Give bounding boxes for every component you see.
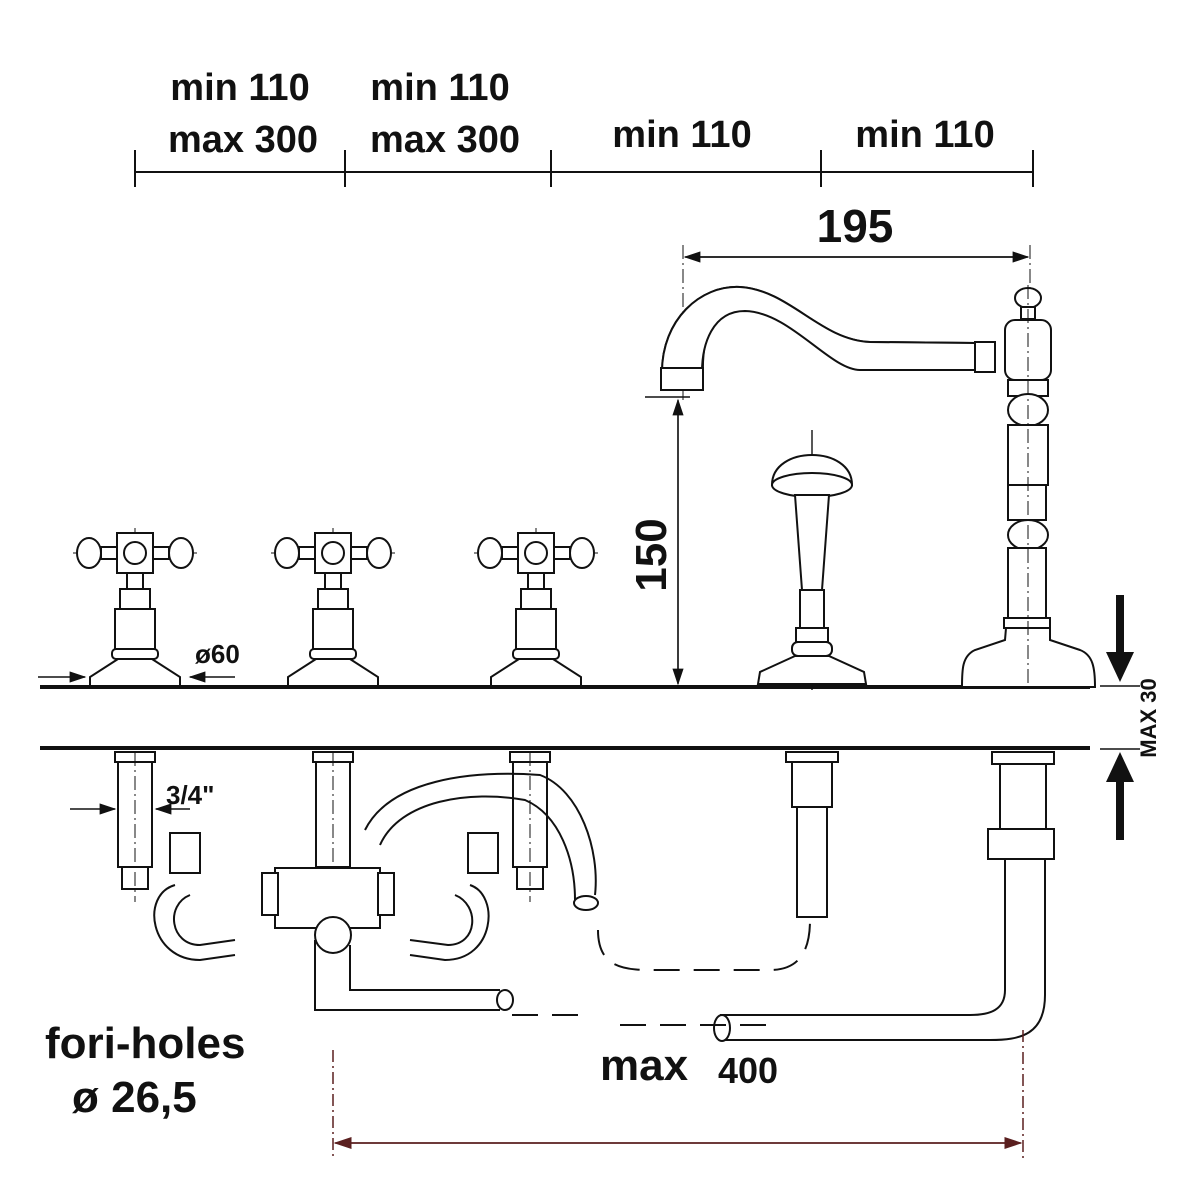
holes-label: fori-holes — [45, 1019, 245, 1068]
dim-2-max: max 300 — [370, 119, 520, 161]
top-dimension-chain: min 110 max 300 min 110 max 300 min 110 … — [134, 67, 1034, 187]
cross-handle-valve-1 — [72, 527, 198, 687]
span-value: 400 — [718, 1050, 778, 1091]
dim-2-min: min 110 — [370, 67, 509, 109]
handle-base-diameter-label: ø60 — [195, 639, 240, 669]
dim-1-min: min 110 — [170, 67, 309, 109]
cross-handle-valve-3 — [473, 527, 599, 687]
dim-3-min: min 110 — [612, 114, 751, 156]
spout-reach-dimension: 195 — [682, 200, 1031, 400]
spout-reach-label: 195 — [817, 200, 894, 252]
spout-height-dimension: 150 — [627, 396, 690, 686]
hand-shower — [756, 430, 868, 690]
spout — [660, 285, 1097, 690]
dim-4-min: min 110 — [855, 114, 994, 156]
under-deck-plumbing — [114, 751, 1055, 1042]
holes-diameter-label: ø 26,5 — [72, 1073, 197, 1122]
cross-handle-valve-2 — [270, 527, 396, 687]
handle-base-dimension: ø60 — [38, 639, 240, 683]
deck-thickness-dimension: MAX 30 — [1100, 595, 1161, 840]
dim-1-max: max 300 — [168, 119, 318, 161]
connection-size-dimension: 3/4" — [70, 780, 214, 815]
span-dimension: max 400 — [332, 1030, 1024, 1160]
deck-thickness-label: MAX 30 — [1136, 678, 1161, 757]
span-label: max — [600, 1041, 689, 1090]
spout-height-label: 150 — [627, 518, 676, 591]
connection-size-label: 3/4" — [166, 780, 214, 810]
